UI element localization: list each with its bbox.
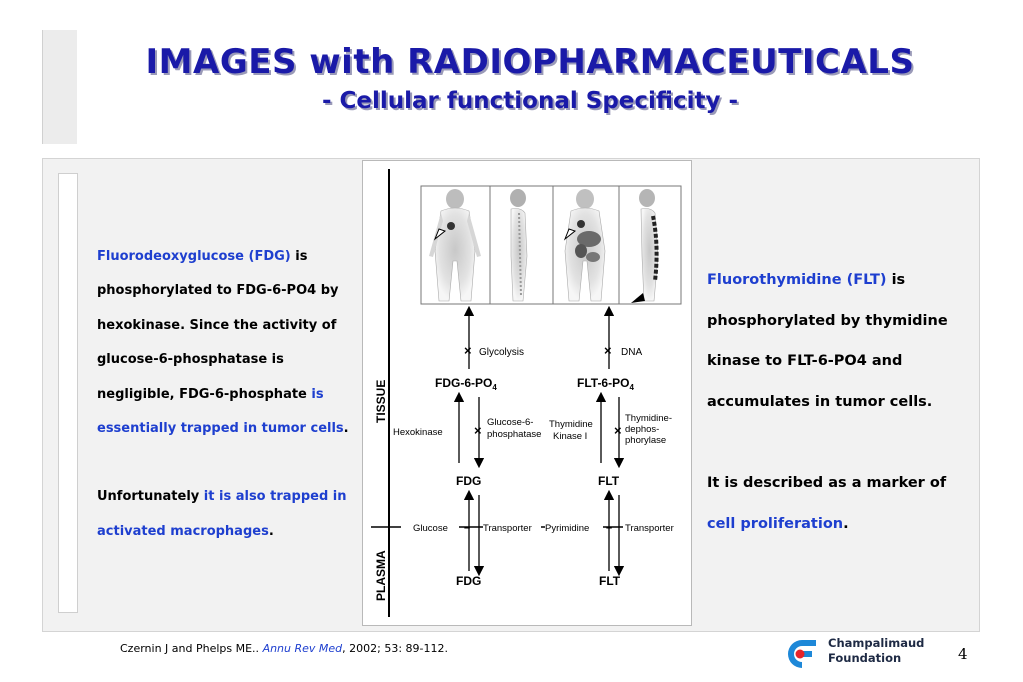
fdg-plasma-label: FDG xyxy=(456,574,481,588)
flt-description: Fluorothymidine (FLT) is phosphorylated … xyxy=(707,260,967,544)
flt-tissue-label: FLT xyxy=(598,474,620,488)
flt-transporter-label: Transporter xyxy=(625,523,674,534)
flt-pet-images xyxy=(552,185,682,305)
logo-line-2: Foundation xyxy=(828,651,902,665)
slide-subtitle: - Cellular functional Specificity - xyxy=(321,88,739,114)
flt-paragraph: Fluorothymidine (FLT) is phosphorylated … xyxy=(707,260,967,423)
proliferation-period: . xyxy=(843,515,849,532)
flt-plasma-label: FLT xyxy=(599,574,621,588)
left-accent-bar xyxy=(58,173,78,613)
pathway-diagram: TISSUE PLASMA xyxy=(371,169,682,617)
glucose-label: Glucose xyxy=(413,523,448,534)
dna-label: DNA xyxy=(621,347,642,358)
glycolysis-label: Glycolysis xyxy=(479,347,524,358)
fdg-text: is phosphorylated to FDG-6-PO4 by hexoki… xyxy=(97,249,339,402)
fdg-tissue-label: FDG xyxy=(456,474,481,488)
paragraph-gap xyxy=(97,446,359,480)
pyrimidine-label: Pyrimidine xyxy=(545,523,589,534)
citation-journal: Annu Rev Med xyxy=(262,642,343,655)
flt-spine-marker xyxy=(631,293,645,303)
logo-wordmark: Champalimaud Foundation xyxy=(828,636,924,666)
citation-details: , 2002; 53: 89-112. xyxy=(342,642,449,655)
flt-transport-dash: – xyxy=(606,522,612,534)
dna-block-mark: × xyxy=(604,343,612,358)
fdg-paragraph: Fluorodeoxyglucose (FDG) is phosphorylat… xyxy=(97,240,359,446)
fdg-pathway: × Glycolysis FDG-6-PO4 × Hexokinase Gluc… xyxy=(393,305,541,588)
fdg-transport-dash: – xyxy=(464,522,470,534)
proliferation-highlight: cell proliferation xyxy=(707,515,844,532)
macrophage-period: . xyxy=(268,523,274,539)
flt-tumor-uptake xyxy=(577,220,585,228)
fdg-6-po4-label: FDG-6-PO4 xyxy=(435,376,497,392)
thymidine-dephosphorylase-label: Thymidine-dephos-phorylase xyxy=(625,413,672,446)
champalimaud-logo-icon xyxy=(788,640,816,668)
plasma-label: PLASMA xyxy=(374,550,388,601)
flt-text: is phosphorylated by thymidine kinase to… xyxy=(707,272,948,411)
macrophage-paragraph: Unfortunately it is also trapped in acti… xyxy=(97,480,359,549)
fdg-term: Fluorodeoxyglucose (FDG) xyxy=(97,249,291,264)
fdg-arrow-marker xyxy=(433,228,447,241)
flt-arrow-marker xyxy=(563,228,577,241)
pathway-figure: TISSUE PLASMA xyxy=(362,160,692,626)
proliferation-text: It is described as a marker of xyxy=(707,474,947,491)
tissue-label: TISSUE xyxy=(374,380,388,423)
glycolysis-block-mark: × xyxy=(464,343,472,358)
fdg-period: . xyxy=(343,421,349,437)
dephosphorylase-block-mark: × xyxy=(614,423,622,438)
slide-title: IMAGES with RADIOPHARMACEUTICALS xyxy=(145,42,915,82)
fdg-description: Fluorodeoxyglucose (FDG) is phosphorylat… xyxy=(97,240,359,549)
paragraph-gap xyxy=(707,423,967,463)
proliferation-paragraph: It is described as a marker of cell prol… xyxy=(707,463,967,544)
fdg-tumor-uptake xyxy=(447,222,455,230)
glucose-6-phosphatase-label: Glucose-6-phosphatase xyxy=(487,417,541,440)
citation: Czernin J and Phelps ME.. Annu Rev Med, … xyxy=(120,642,448,655)
page-number: 4 xyxy=(958,645,968,663)
title-accent-bar xyxy=(42,30,77,144)
fdg-transporter-label: Transporter xyxy=(483,523,532,534)
flt-6-po4-label: FLT-6-PO4 xyxy=(577,376,634,392)
flt-term: Fluorothymidine (FLT) xyxy=(707,272,887,288)
macrophage-text: Unfortunately xyxy=(97,489,204,505)
fdg-pet-images xyxy=(420,185,554,305)
hexokinase-label: Hexokinase xyxy=(393,427,443,438)
macrophage-highlight: it is also trapped in activated macropha… xyxy=(97,489,347,539)
phosphatase-block-mark: × xyxy=(474,423,482,438)
citation-authors: Czernin J and Phelps ME.. xyxy=(120,642,263,655)
logo-line-1: Champalimaud xyxy=(828,636,925,650)
fdg-trapped-highlight: is essentially trapped in tumor cells xyxy=(97,386,344,437)
